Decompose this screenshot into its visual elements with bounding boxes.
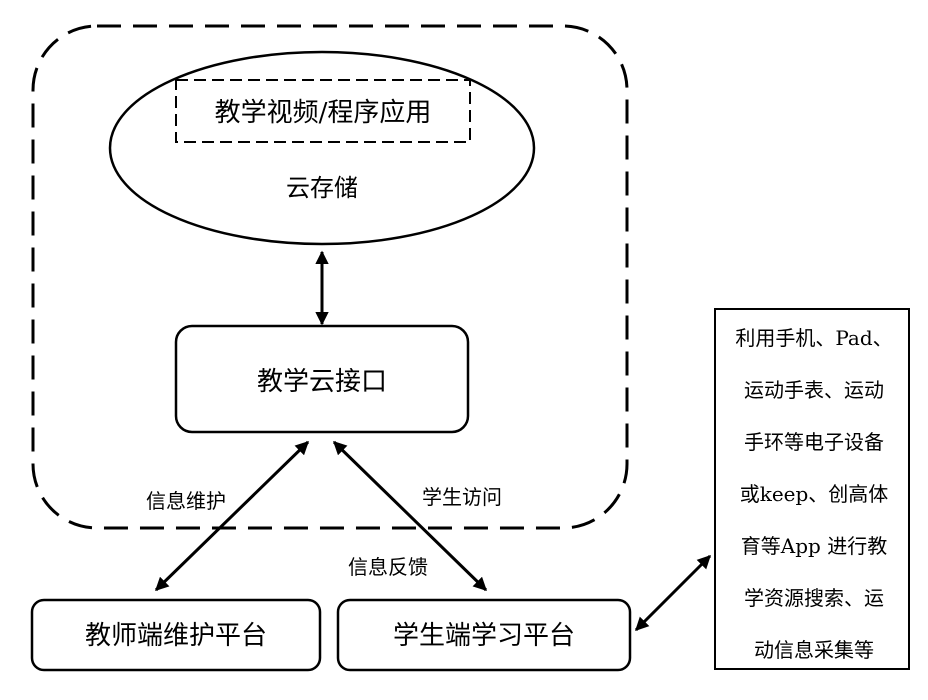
teacher-platform-box (30, 598, 322, 672)
device-usage-note-line: 育等App 进行教 (740, 534, 888, 558)
cloud-storage-label: 云存储 (286, 174, 358, 202)
student-platform-box (336, 598, 632, 672)
teacher-edge-arrow (154, 440, 310, 592)
device-usage-note-line: 运动手表、运动 (744, 378, 884, 402)
teacher-edge-label: 信息维护 (146, 489, 226, 513)
teacher-platform-label: 教师端维护平台 (85, 621, 267, 651)
teaching-cloud-interface-label: 教学云接口 (257, 367, 387, 397)
student-edge-arrow (332, 440, 488, 592)
device-usage-note-line: 利用手机、Pad、 (735, 326, 893, 350)
teaching-video-label: 教学视频/程序应用 (215, 98, 432, 128)
student-platform-label: 学生端学习平台 (393, 621, 575, 651)
teaching-cloud-interface-box (174, 324, 470, 434)
cloud-region-boundary (31, 24, 629, 530)
device-usage-note-line: 手环等电子设备 (744, 430, 884, 454)
device-usage-note: 利用手机、Pad、 运动手表、运动 手环等电子设备 或keep、创高体 育等Ap… (714, 308, 910, 670)
device-usage-note-line: 或keep、创高体 (739, 482, 889, 506)
side-note-arrow (634, 554, 712, 632)
feedback-label: 信息反馈 (348, 555, 428, 579)
device-usage-note-line: 动信息采集等 (754, 638, 874, 662)
student-edge-label: 学生访问 (422, 485, 502, 509)
teaching-video-dashed-box (175, 79, 471, 143)
device-usage-note-line: 学资源搜索、运 (744, 586, 884, 610)
cloud-storage-ellipse (108, 50, 536, 246)
